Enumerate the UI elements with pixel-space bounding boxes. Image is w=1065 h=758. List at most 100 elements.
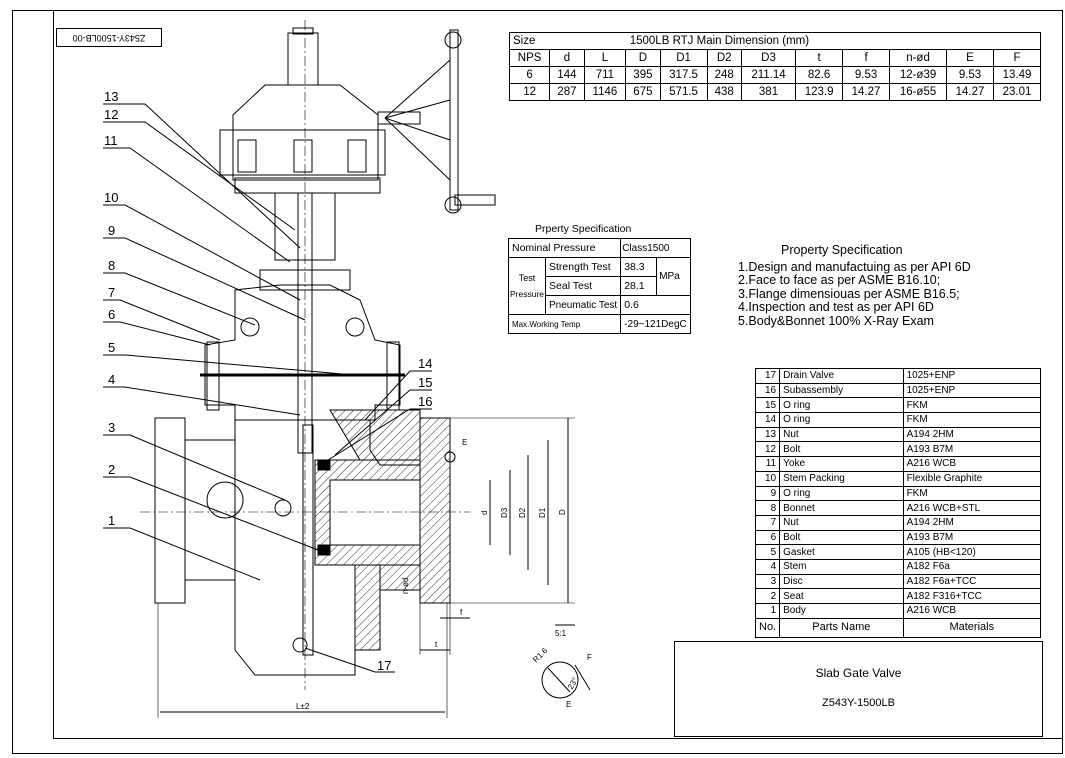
pneumatic-test-label: Pneumatic Test	[545, 295, 622, 315]
size-label: Size	[508, 32, 550, 50]
requirement-item: 1.Design and manufactuing as per API 6D	[738, 259, 971, 274]
title-block: Slab Gate Valve Z543Y-1500LB	[674, 641, 1043, 737]
requirement-item: 2.Face to face as per ASME B16.10;	[738, 273, 941, 287]
part-number: 1	[754, 603, 781, 619]
part-number: 5	[754, 544, 781, 560]
part-name: Nut	[779, 426, 904, 443]
part-material: A194 2HM	[902, 426, 1042, 443]
dimension-cell: 9.53	[842, 66, 891, 84]
part-name: Drain Valve	[779, 368, 904, 384]
test-pressure-label-1: Test	[518, 273, 536, 283]
dimension-cell: 711	[583, 66, 627, 84]
nominal-pressure-value: Class1500	[620, 238, 691, 258]
dimension-header-cell: t	[795, 49, 844, 67]
dimension-title: 1500LB RTJ Main Dimension (mm)	[549, 32, 1041, 50]
part-number: 9	[754, 485, 781, 502]
nominal-pressure-label: Nominal Pressure	[507, 238, 622, 258]
requirements-title: Property Specification	[781, 243, 903, 257]
part-number: 16	[754, 382, 781, 399]
part-number: 15	[754, 397, 781, 414]
dimension-cell: 23.01	[992, 83, 1042, 101]
part-material: A194 2HM	[902, 514, 1042, 531]
dimension-cell: 14.27	[842, 83, 891, 101]
part-name: Subassembly	[779, 382, 904, 399]
seal-test-label: Seal Test	[545, 276, 622, 296]
part-material: Flexible Graphite	[902, 470, 1042, 487]
rotated-drawing-code: Z543Y-1500LB-00	[56, 28, 162, 47]
part-number: 11	[754, 456, 781, 472]
dimension-header-cell: D2	[706, 49, 742, 67]
dimension-cell: 317.5	[659, 66, 708, 84]
dimension-header-cell: d	[549, 49, 585, 67]
part-name: Bolt	[779, 529, 904, 546]
requirement-item: 5.Body&Bonnet 100% X-Ray Exam	[738, 313, 934, 328]
part-name: Stem Packing	[779, 470, 904, 487]
requirement-item: 4.Inspection and test as per API 6D	[738, 300, 934, 314]
dimension-cell: 14.27	[946, 83, 994, 101]
dimension-cell: 675	[625, 83, 661, 101]
part-name: O ring	[779, 485, 904, 502]
part-material: FKM	[902, 485, 1042, 502]
drawing-title: Slab Gate Valve	[815, 666, 902, 680]
dimension-header-cell: D	[625, 49, 661, 67]
part-number: 6	[754, 529, 781, 546]
part-material: A105 (HB<120)	[902, 544, 1042, 560]
part-name: O ring	[779, 412, 904, 428]
dimension-cell: 6	[508, 66, 551, 84]
part-material: A193 B7M	[902, 441, 1042, 458]
part-number: 8	[754, 500, 781, 516]
part-material: 1025+ENP	[902, 382, 1042, 399]
part-material: A216 WCB+STL	[902, 500, 1042, 516]
dimension-header-cell: f	[842, 49, 891, 67]
dimension-header-cell: F	[992, 49, 1042, 67]
requirements-block: Property Specification 1.Design and manu…	[738, 243, 971, 328]
part-material: A182 F6a+TCC	[902, 573, 1042, 590]
part-name: Stem	[779, 558, 904, 575]
dimension-cell: 287	[549, 83, 585, 101]
pneumatic-test-value: 0.6	[620, 295, 691, 315]
part-name: Body	[779, 603, 904, 619]
part-number: 7	[754, 514, 781, 531]
dimension-cell: 211.14	[740, 66, 797, 84]
dimension-cell: 144	[549, 66, 585, 84]
part-material: FKM	[902, 397, 1042, 414]
dimension-cell: 1146	[583, 83, 627, 101]
dimension-header-cell: D3	[740, 49, 797, 67]
parts-header-no: No.	[754, 617, 781, 638]
test-pressure-label-2: Pressure	[510, 289, 545, 299]
part-material: A182 F6a	[902, 558, 1042, 575]
dimension-header-cell: E	[946, 49, 994, 67]
part-name: Disc	[779, 573, 904, 590]
dimension-cell: 13.49	[992, 66, 1042, 84]
dimension-header-cell: n-ød	[889, 49, 948, 67]
dimension-cell: 248	[706, 66, 742, 84]
part-material: 1025+ENP	[902, 368, 1042, 384]
part-material: A216 WCB	[902, 603, 1042, 619]
part-number: 14	[754, 412, 781, 428]
parts-header-name: Parts Name	[779, 617, 904, 638]
dimension-cell: 12-ø39	[889, 66, 948, 84]
part-name: Gasket	[779, 544, 904, 560]
part-name: Seat	[779, 588, 904, 604]
part-name: Nut	[779, 514, 904, 531]
part-material: FKM	[902, 412, 1042, 428]
dimension-cell: 123.9	[795, 83, 844, 101]
